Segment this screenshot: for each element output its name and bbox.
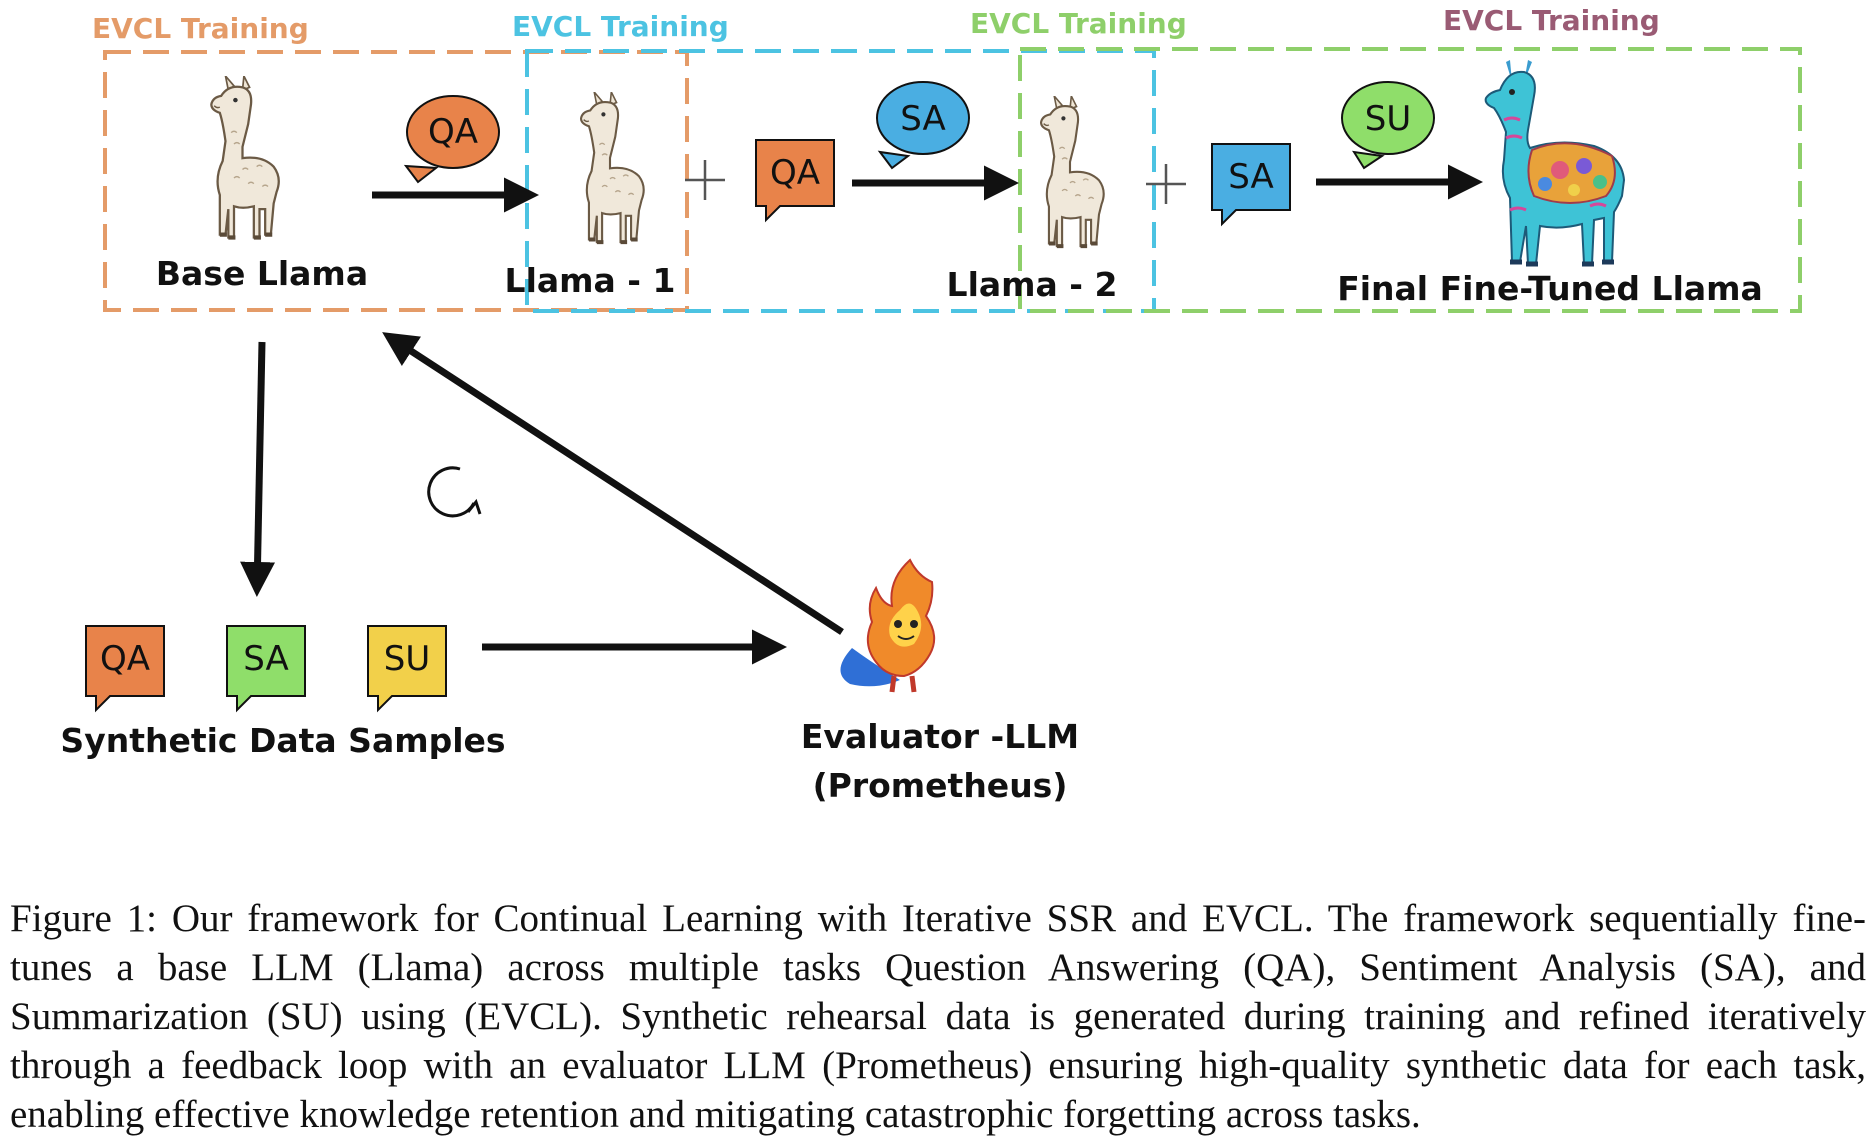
llama-icon <box>579 92 646 245</box>
bubble-text: SU <box>384 639 430 679</box>
evaluator-label-line1: Evaluator -LLM <box>801 717 1079 756</box>
sa-bubble-square: SA <box>1211 143 1291 227</box>
sample-qa-bubble: QA <box>85 625 165 713</box>
su-bubble-round: SU <box>1341 81 1435 170</box>
colorful-llama-icon <box>1484 60 1626 267</box>
bubble-text: QA <box>770 153 820 193</box>
fire-mascot-icon <box>840 558 936 693</box>
bubble-text: SA <box>900 99 945 139</box>
training-box-1 <box>103 50 689 312</box>
arrow-base-to-samples <box>240 341 276 597</box>
final-llama-label: Final Fine-Tuned Llama <box>1337 269 1763 308</box>
training-box-3 <box>1018 47 1802 313</box>
plus-icon <box>1146 164 1186 204</box>
arrow-evaluator-to-base <box>382 332 844 635</box>
sample-su-bubble: SU <box>367 625 447 713</box>
bubble-text: SA <box>243 639 288 679</box>
bubble-text: QA <box>100 639 150 679</box>
llama-icon <box>1041 96 1104 246</box>
sa-bubble-round: SA <box>876 81 970 170</box>
base-llama-label: Base Llama <box>156 254 368 293</box>
bubble-text: QA <box>428 112 478 152</box>
training-label-2: EVCL Training <box>512 10 729 43</box>
bubble-text: SU <box>1365 99 1411 139</box>
llama-icon <box>211 76 278 238</box>
training-label-1: EVCL Training <box>92 12 309 45</box>
framework-diagram: EVCL Training EVCL Training EVCL Trainin… <box>60 4 1802 805</box>
evaluator-label-line2: (Prometheus) <box>813 766 1068 805</box>
bubble-text: SA <box>1228 157 1273 197</box>
sample-sa-bubble: SA <box>226 625 306 713</box>
refresh-cycle-icon <box>427 466 482 518</box>
qa-bubble-square: QA <box>755 139 835 223</box>
plus-icon <box>685 160 725 200</box>
training-label-4: EVCL Training <box>1443 4 1660 37</box>
llama-2-label: Llama - 2 <box>947 265 1118 304</box>
qa-bubble-round: QA <box>403 95 500 184</box>
training-label-3: EVCL Training <box>970 7 1187 40</box>
figure-caption: Figure 1: Our framework for Continual Le… <box>10 897 1866 1136</box>
llama-1-label: Llama - 1 <box>505 261 676 300</box>
synthetic-samples-label: Synthetic Data Samples <box>60 721 505 760</box>
